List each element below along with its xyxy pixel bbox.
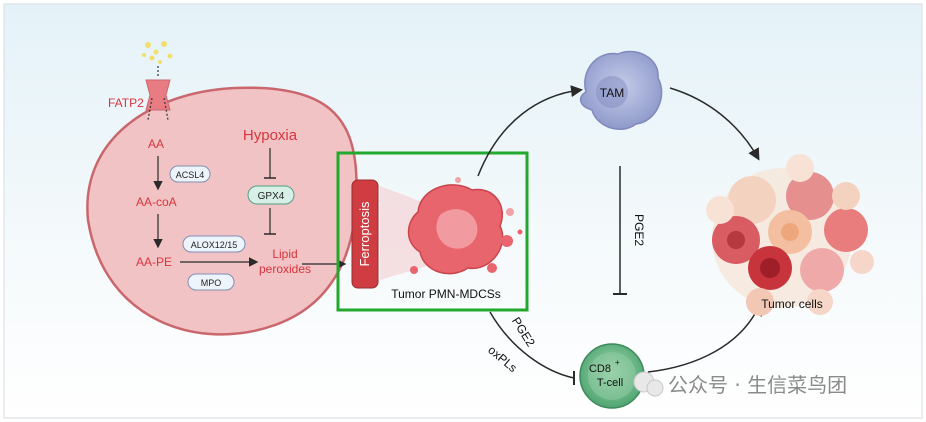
mdsc-to-tcell-inhibit [489,311,575,379]
alox-label: ALOX12/15 [191,240,238,250]
projection-cone [380,186,430,280]
peroxides-label: peroxides [259,262,311,276]
cd8-tcell-icon [579,343,645,409]
aa-label: AA [148,137,164,151]
tam-cell-icon [579,50,663,130]
mpo-pill [187,273,235,291]
fatp2-transporter-icon [145,66,171,121]
gpx4-label: GPX4 [258,191,285,202]
mdsc-cell-icon [407,177,523,275]
acsl4-pill [169,165,211,183]
mdsc-label: Tumor PMN-MDCSs [391,287,501,301]
gpx4-pill [247,185,295,205]
aape-label: AA-PE [136,255,172,269]
mdsc-highlight-box [336,151,529,312]
aacoa-label: AA-coA [136,195,177,209]
acsl4-label: ACSL4 [176,170,205,180]
ferroptosis-box [351,179,379,289]
wechat-icon [633,371,664,397]
mdsc-to-tam-arrow [477,85,583,177]
alox-pill [182,235,246,253]
ferroptosis-label: Ferroptosis [357,201,372,267]
tcell-to-tumor-inhibit [647,311,757,373]
fatp2-label: FATP2 [108,96,144,110]
hypoxia-label: Hypoxia [243,127,298,144]
tumor-label: Tumor cells [761,297,823,311]
watermark-text: 公众号 · 生信菜鸟团 [668,373,847,397]
pge2-vertical-label: PGE2 [632,214,646,246]
ferroptotic-cell-body [86,86,358,336]
tam-to-tumor-arrow [669,87,760,161]
mpo-label: MPO [201,278,222,288]
tam-label: TAM [600,86,624,100]
fatty-acid-particles [142,41,173,64]
cd8-superscript: + [615,358,620,367]
cd8-label: CD8 [589,363,611,375]
tumor-cells-cluster [706,154,874,316]
tcell-label: T-cell [597,377,623,389]
lipid-label: Lipid [272,247,297,261]
